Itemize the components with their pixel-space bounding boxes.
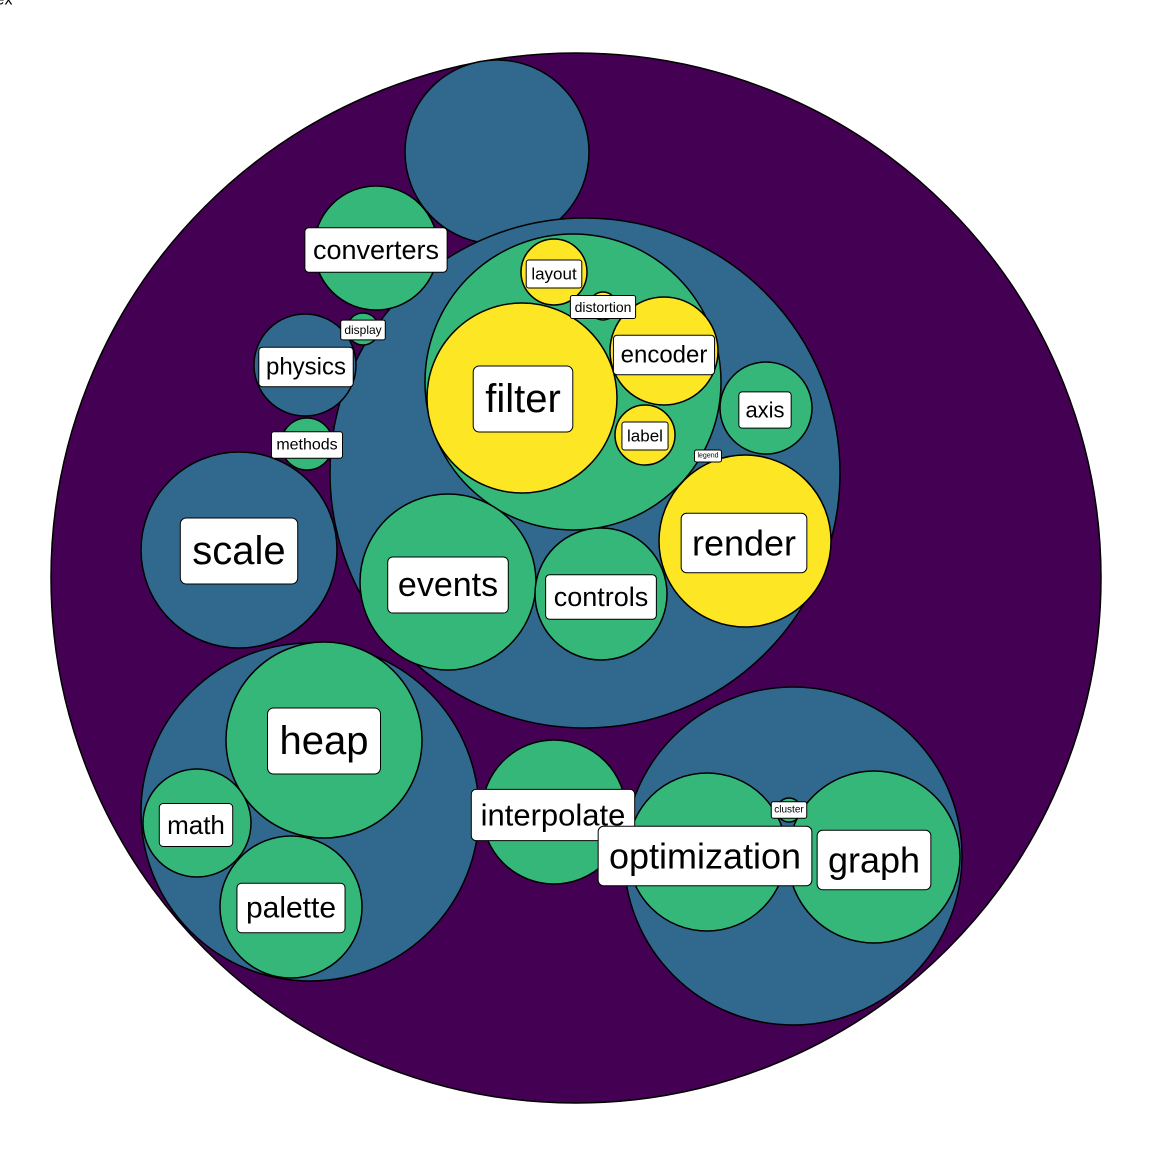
label-text: palette (246, 892, 336, 925)
label-text: display (344, 323, 381, 337)
label-box (770, 801, 808, 819)
label-text: optimization (609, 836, 801, 877)
label-box (258, 346, 354, 388)
label-text: render (692, 523, 796, 564)
label-box (236, 882, 346, 934)
label-controls: controls (545, 574, 657, 620)
label-cluster: cluster (770, 801, 808, 819)
label-box (304, 227, 448, 273)
label-text: encoder (621, 342, 708, 369)
label-box (545, 574, 657, 620)
label-distortion: distortion (569, 294, 637, 320)
label-text: distortion (575, 299, 632, 315)
label-text: flex (0, 0, 12, 9)
label-box (693, 449, 723, 463)
label-flex: flex (0, 0, 12, 9)
label-text: graph (828, 840, 920, 881)
label-text: scale (192, 529, 285, 573)
label-scale: scale (179, 517, 299, 585)
label-box (621, 421, 669, 451)
label-text: heap (280, 719, 369, 763)
label-graph: graph (816, 829, 932, 891)
label-text: physics (266, 354, 346, 381)
label-heap: heap (267, 707, 381, 775)
label-text: layout (531, 265, 577, 284)
label-math: math (158, 803, 234, 847)
label-box (267, 707, 381, 775)
label-box (387, 556, 509, 614)
label-box (569, 294, 637, 320)
label-physics: physics (258, 346, 354, 388)
label-converters: converters (304, 227, 448, 273)
label-box (597, 825, 813, 887)
label-axis: axis (738, 391, 792, 429)
label-box (612, 334, 716, 376)
label-layout: layout (525, 259, 583, 289)
label-box (340, 319, 386, 341)
label-filter: filter (472, 365, 574, 433)
label-display: display (340, 319, 386, 341)
label-text: cluster (774, 805, 804, 816)
label-box (472, 365, 574, 433)
label-text: converters (313, 235, 439, 265)
label-label: label (621, 421, 669, 451)
label-box (271, 431, 343, 459)
label-encoder: encoder (612, 334, 716, 376)
label-text: legend (697, 453, 718, 460)
label-box (816, 829, 932, 891)
bubble-flex (404, 59, 590, 245)
label-box (179, 517, 299, 585)
label-box (738, 391, 792, 429)
label-render: render (680, 512, 808, 574)
label-events: events (387, 556, 509, 614)
label-box (470, 788, 636, 842)
label-text: axis (745, 398, 784, 423)
label-methods: methods (271, 431, 343, 459)
label-optimization: optimization (597, 825, 813, 887)
label-text: filter (485, 377, 561, 421)
label-text: label (627, 427, 663, 446)
label-box (158, 803, 234, 847)
label-box (680, 512, 808, 574)
label-text: controls (554, 582, 649, 612)
label-palette: palette (236, 882, 346, 934)
label-text: methods (276, 437, 337, 454)
label-text: math (167, 810, 225, 840)
label-box (525, 259, 583, 289)
label-text: events (398, 566, 498, 604)
label-legend: legend (693, 449, 723, 463)
